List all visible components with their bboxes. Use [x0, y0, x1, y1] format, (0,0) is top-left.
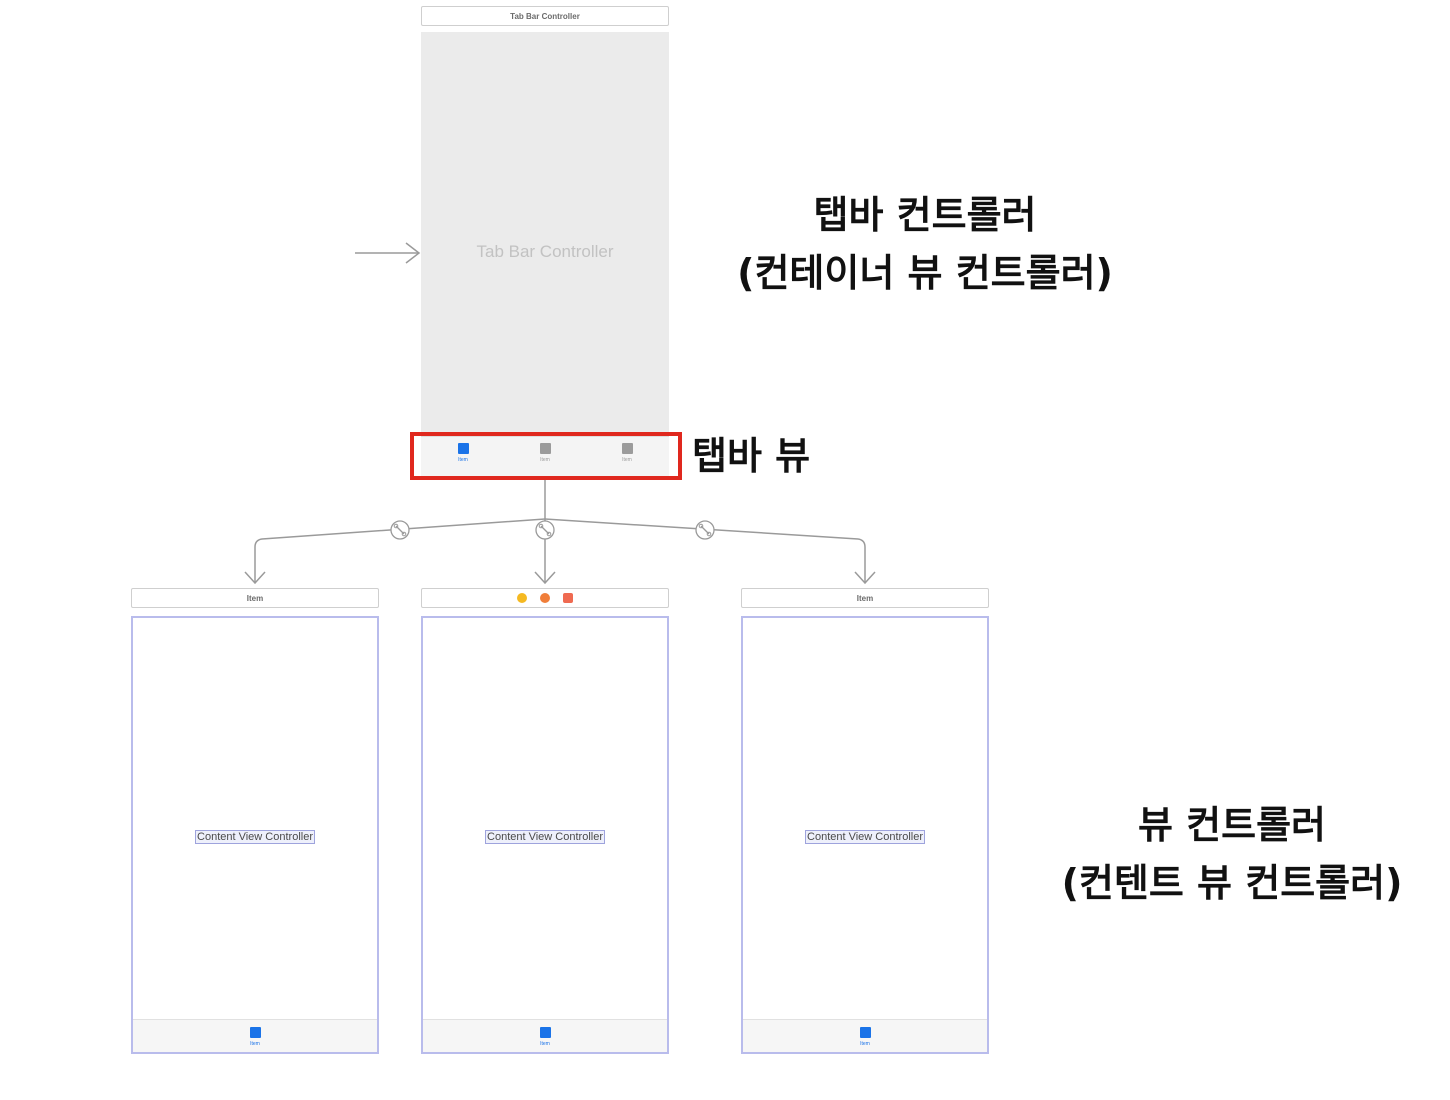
view-controller-icon[interactable] — [517, 593, 527, 603]
relationship-segue-icon[interactable] — [390, 520, 410, 540]
tab-item-label: Item — [860, 1041, 870, 1047]
content-view-controller-label: Content View Controller — [485, 830, 605, 844]
annotation-tab-bar-view: 탭바 뷰 — [692, 434, 811, 478]
segue-right-arrow — [854, 571, 876, 585]
content-controller-1-header-title: Item — [246, 593, 264, 603]
relationship-segue-icon[interactable] — [535, 520, 555, 540]
content-controller-2-header[interactable] — [421, 588, 669, 608]
square-icon — [859, 1027, 871, 1038]
annotation-line: 탭바 컨트롤러 — [813, 193, 1037, 237]
content-view-controller-label-wrap: Content View Controller — [133, 827, 377, 845]
square-icon — [539, 443, 551, 454]
content-controller-tab-bar[interactable]: Item — [743, 1019, 987, 1052]
exit-icon[interactable] — [563, 593, 573, 603]
tab-bar-controller-header[interactable]: Tab Bar Controller — [421, 6, 669, 26]
annotation-tab-bar-controller: 탭바 컨트롤러 (컨테이너 뷰 컨트롤러) — [710, 186, 1140, 302]
content-controller-3-header-title: Item — [856, 593, 874, 603]
annotation-line: (컨텐트 뷰 컨트롤러) — [1061, 861, 1403, 905]
content-view-controller-2[interactable]: Content View Controller Item — [421, 616, 669, 1054]
tab-bar-highlight-box — [410, 432, 682, 480]
content-view-controller-label-wrap: Content View Controller — [423, 827, 667, 845]
content-view-controller-label: Content View Controller — [805, 830, 925, 844]
square-icon — [457, 443, 469, 454]
content-controller-1-header[interactable]: Item — [131, 588, 379, 608]
content-view-controller-3[interactable]: Content View Controller Item — [741, 616, 989, 1054]
tab-item-label: Item — [540, 1041, 550, 1047]
tab-bar-view[interactable]: Item Item Item — [421, 436, 669, 476]
relationship-segue-icon[interactable] — [695, 520, 715, 540]
segue-middle-arrow — [534, 571, 556, 585]
tab-item-label: Item — [540, 457, 550, 463]
entry-point-arrow — [355, 242, 421, 264]
tab-item-3[interactable]: Item — [597, 443, 657, 463]
tab-bar-controller-scene[interactable]: Tab Bar Controller — [421, 32, 669, 436]
content-view-controller-label: Content View Controller — [195, 830, 315, 844]
tab-item-label: Item — [250, 1041, 260, 1047]
content-controller-tab-bar[interactable]: Item — [423, 1019, 667, 1052]
segue-left-arrow — [244, 571, 266, 585]
annotation-view-controller: 뷰 컨트롤러 (컨텐트 뷰 컨트롤러) — [1034, 796, 1430, 912]
content-view-controller-1[interactable]: Content View Controller Item — [131, 616, 379, 1054]
tab-item-1[interactable]: Item — [433, 443, 493, 463]
square-icon — [539, 1027, 551, 1038]
tab-bar-controller-label: Tab Bar Controller — [476, 242, 614, 261]
segue-right — [544, 518, 866, 583]
content-controller-tab-bar[interactable]: Item — [133, 1019, 377, 1052]
content-controller-3-header[interactable]: Item — [741, 588, 989, 608]
annotation-line: (컨테이너 뷰 컨트롤러) — [737, 251, 1113, 295]
square-icon — [621, 443, 633, 454]
tab-item-label: Item — [458, 457, 468, 463]
tab-item-2[interactable]: Item — [515, 443, 575, 463]
tab-item-label: Item — [622, 457, 632, 463]
content-view-controller-label-wrap: Content View Controller — [743, 827, 987, 845]
annotation-line: 뷰 컨트롤러 — [1137, 803, 1327, 847]
segue-left — [254, 518, 546, 583]
tab-bar-controller-header-title: Tab Bar Controller — [510, 11, 580, 21]
first-responder-icon[interactable] — [540, 593, 550, 603]
square-icon — [249, 1027, 261, 1038]
